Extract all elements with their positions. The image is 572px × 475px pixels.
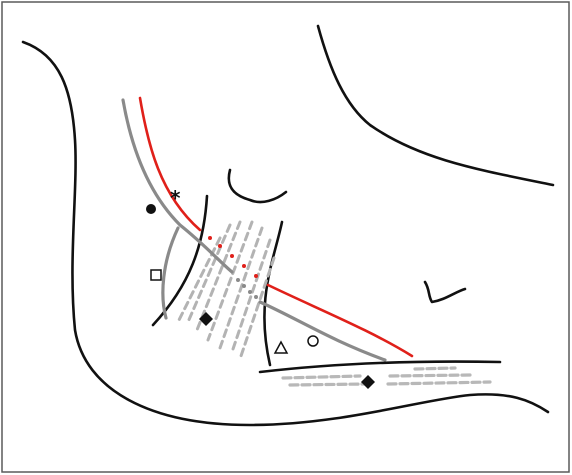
red-vessel-lower <box>268 285 412 356</box>
left-muscle-border <box>153 196 207 325</box>
filled-diamond-marker-upper <box>199 312 213 326</box>
filled-diamond-marker-lower <box>361 375 375 389</box>
open-square-marker <box>151 270 161 280</box>
filled-circle-marker <box>146 204 156 214</box>
upper-hook-contour <box>229 170 286 202</box>
upper-right-contour <box>318 26 553 185</box>
muscle-fibers-oblique <box>178 222 274 356</box>
outer-contour-line <box>23 42 548 425</box>
lower-border-line <box>260 362 500 372</box>
muscle-fibers-horizontal <box>283 368 490 385</box>
open-triangle-marker <box>275 342 287 353</box>
open-circle-marker <box>308 336 318 346</box>
right-hook-contour <box>425 282 465 302</box>
asterisk-marker: * <box>170 186 181 210</box>
